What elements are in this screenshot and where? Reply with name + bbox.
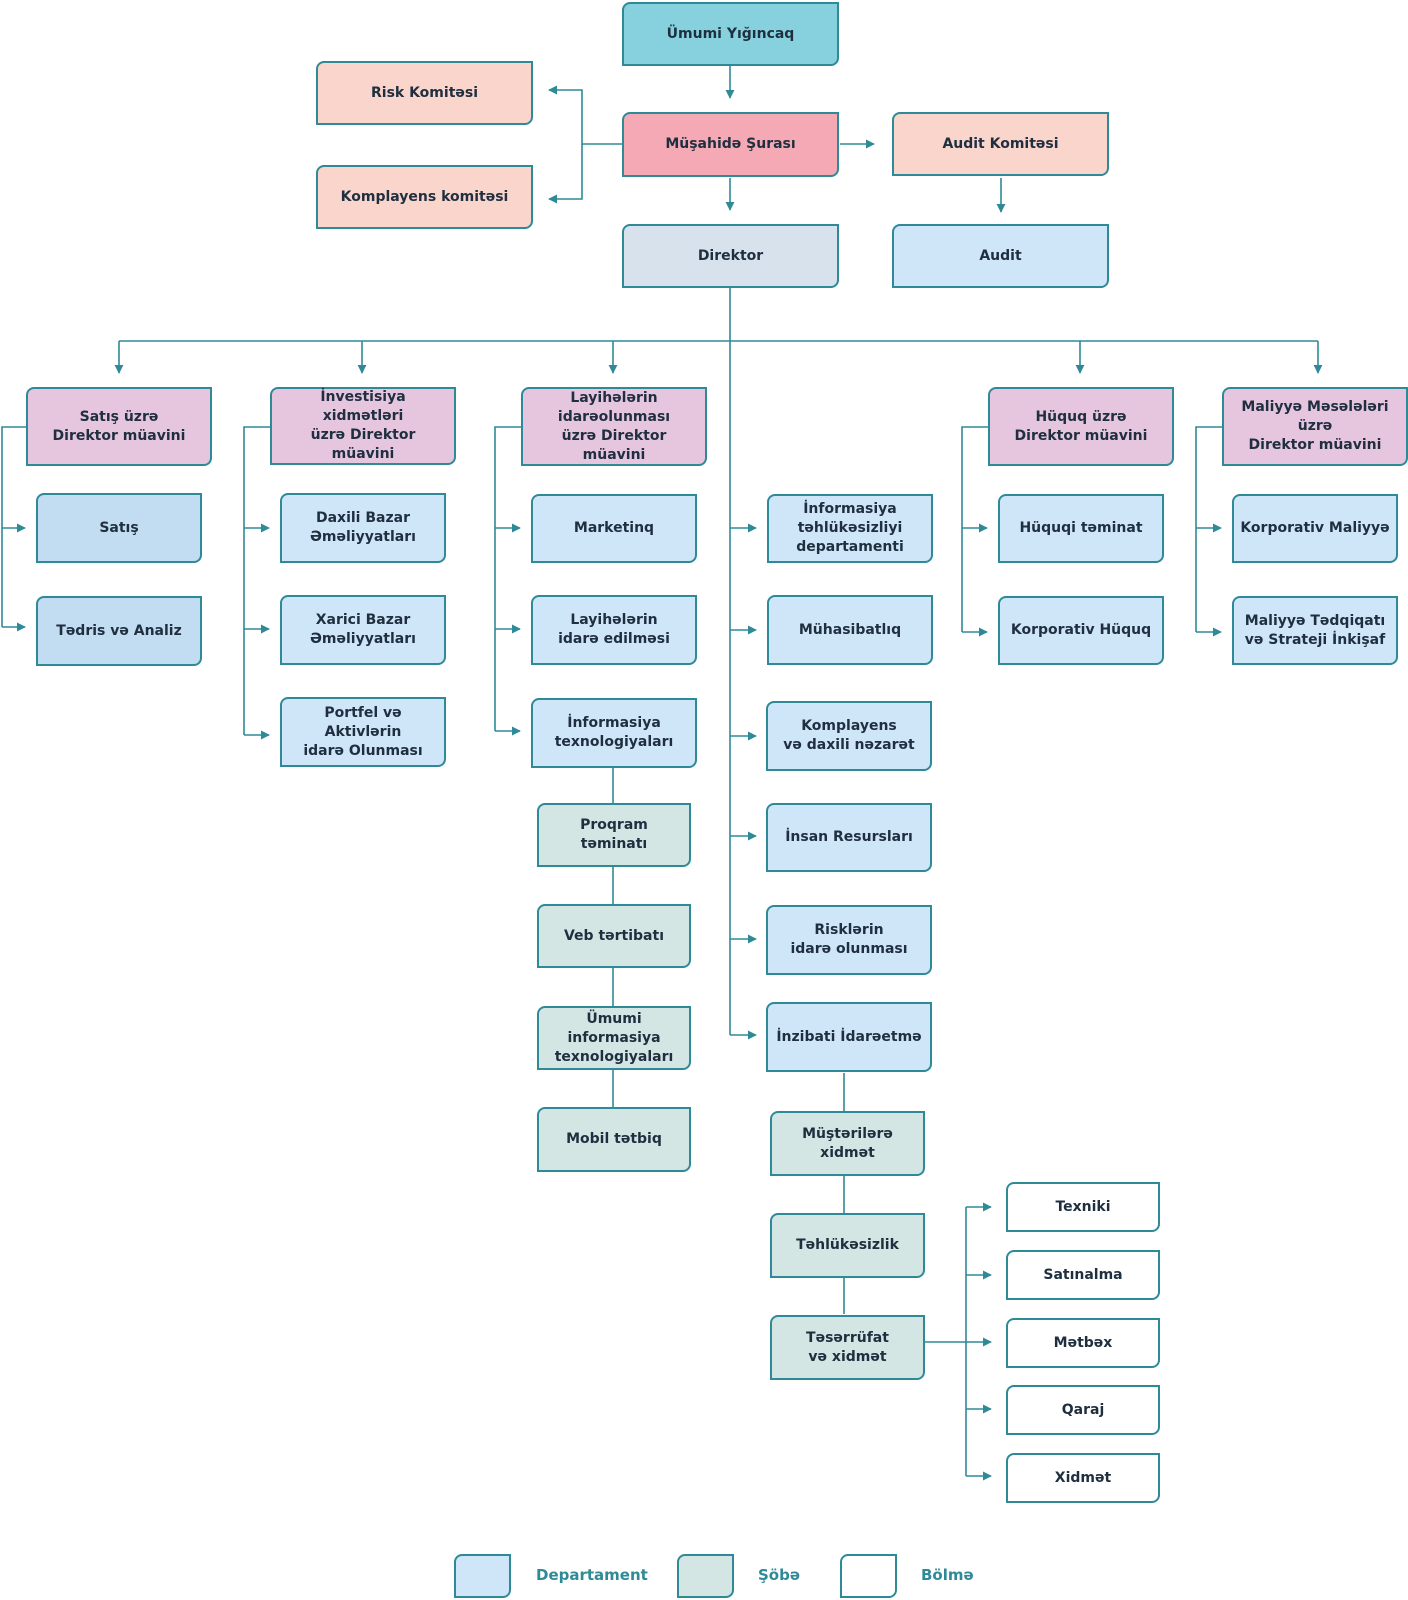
node-sales: Satış <box>36 493 202 563</box>
node-audit: Audit <box>892 224 1109 288</box>
node-vp-sales: Satış üzrə Direktor müavini <box>26 387 212 466</box>
legend-swatch-section <box>677 1554 734 1598</box>
node-risk-management: Risklərin idarə olunması <box>766 905 932 975</box>
node-facilities: Təsərrüfat və xidmət <box>770 1315 925 1380</box>
node-finance-research: Maliyyə Tədqiqatı və Strateji İnkişaf <box>1232 596 1398 665</box>
node-legal-support: Hüquqi təminat <box>998 494 1164 563</box>
node-compliance-committee: Komplayens komitəsi <box>316 165 533 229</box>
node-audit-committee: Audit Komitəsi <box>892 112 1109 176</box>
node-procurement: Satınalma <box>1006 1250 1160 1300</box>
node-kitchen: Mətbəx <box>1006 1318 1160 1368</box>
node-infosec: İnformasiya təhlükəsizliyi departamenti <box>767 494 933 563</box>
node-compliance-control: Komplayens və daxili nəzarət <box>766 701 932 771</box>
node-vp-finance: Maliyyə Məsələləri üzrə Direktor müavini <box>1222 387 1408 466</box>
legend-swatch-department <box>454 1554 511 1598</box>
node-general-meeting: Ümumi Yığıncaq <box>622 2 839 66</box>
legend-label-department: Departament <box>536 1566 648 1584</box>
node-mobile-app: Mobil tətbiq <box>537 1107 691 1172</box>
node-garage: Qaraj <box>1006 1385 1160 1435</box>
node-hr: İnsan Resursları <box>766 803 932 872</box>
legend-label-unit: Bölmə <box>921 1566 974 1584</box>
node-web-design: Veb tərtibatı <box>537 904 691 968</box>
node-portfolio: Portfel və Aktivlərin idarə Olunması <box>280 697 446 767</box>
node-security: Təhlükəsizlik <box>770 1213 925 1278</box>
node-customer-service: Müştərilərə xidmət <box>770 1111 925 1176</box>
node-project-management: Layihələrin idarə edilməsi <box>531 595 697 665</box>
node-risk-committee: Risk Komitəsi <box>316 61 533 125</box>
node-marketing: Marketinq <box>531 494 697 563</box>
node-it: İnformasiya texnologiyaları <box>531 698 697 768</box>
node-foreign-market: Xarici Bazar Əməliyyatları <box>280 595 446 665</box>
node-technical: Texniki <box>1006 1182 1160 1232</box>
node-vp-legal: Hüquq üzrə Direktor müavini <box>988 387 1174 466</box>
node-supervisory-board: Müşahidə Şurası <box>622 112 839 177</box>
node-corporate-law: Korporativ Hüquq <box>998 596 1164 665</box>
node-training-analysis: Tədris və Analiz <box>36 596 202 666</box>
node-software: Proqram təminatı <box>537 803 691 867</box>
node-service: Xidmət <box>1006 1453 1160 1503</box>
node-director: Direktor <box>622 224 839 288</box>
node-vp-projects: Layihələrin idarəolunması üzrə Direktor … <box>521 387 707 466</box>
node-general-it: Ümumi informasiya texnologiyaları <box>537 1006 691 1070</box>
node-corporate-finance: Korporativ Maliyyə <box>1232 494 1398 563</box>
legend-swatch-unit <box>840 1554 897 1598</box>
node-accounting: Mühasibatlıq <box>767 595 933 665</box>
legend-label-section: Şöbə <box>758 1566 801 1584</box>
node-vp-investment: İnvestisiya xidmətləri üzrə Direktor müa… <box>270 387 456 465</box>
node-administration: İnzibati İdarəetmə <box>766 1002 932 1072</box>
node-domestic-market: Daxili Bazar Əməliyyatları <box>280 493 446 563</box>
